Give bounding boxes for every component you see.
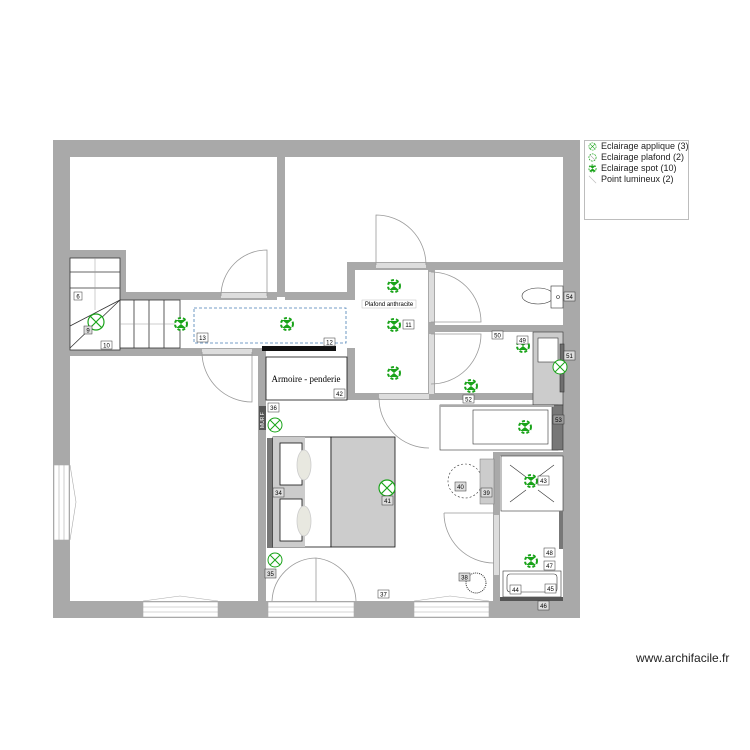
svg-text:48: 48 xyxy=(546,551,553,557)
armoire-label: Armoire - penderie xyxy=(272,374,341,384)
svg-text:9: 9 xyxy=(86,329,90,335)
svg-text:35: 35 xyxy=(267,572,274,578)
svg-text:43: 43 xyxy=(540,479,547,485)
legend-item: Eclairage applique (3) xyxy=(585,141,689,152)
windows xyxy=(53,464,490,618)
svg-text:41: 41 xyxy=(384,499,391,505)
eclairage-spot-icon xyxy=(588,164,597,173)
watermark: www.archifacile.fr xyxy=(636,651,730,665)
svg-text:51: 51 xyxy=(566,354,573,360)
svg-text:49: 49 xyxy=(519,339,526,345)
svg-text:10: 10 xyxy=(103,344,110,350)
svg-text:47: 47 xyxy=(546,564,553,570)
doors xyxy=(201,214,499,602)
toilet xyxy=(521,285,564,309)
svg-text:45: 45 xyxy=(547,587,554,593)
legend: Eclairage applique (3) Eclairage plafond… xyxy=(584,140,689,220)
armoire xyxy=(265,356,348,401)
svg-text:46: 46 xyxy=(540,604,547,610)
bed xyxy=(267,436,396,548)
svg-text:37: 37 xyxy=(380,593,387,599)
eclairage-applique-icon xyxy=(588,142,597,151)
plafond-label: Plafond anthracite xyxy=(365,302,414,308)
svg-text:38: 38 xyxy=(461,576,468,582)
eclairage-plafond-icon xyxy=(588,153,597,162)
legend-item: Point lumineux (2) xyxy=(585,174,688,185)
svg-text:52: 52 xyxy=(465,398,472,404)
svg-text:53: 53 xyxy=(555,418,562,424)
bathroom-fixtures xyxy=(439,331,565,451)
svg-text:13: 13 xyxy=(199,336,206,342)
svg-text:11: 11 xyxy=(405,323,412,329)
object-tags: 6 9 10 11 12 13 34 35 36 37 38 39 40 41 … xyxy=(73,291,576,611)
svg-text:12: 12 xyxy=(326,341,333,347)
svg-text:34: 34 xyxy=(275,491,282,497)
legend-item: Eclairage plafond (2) xyxy=(585,152,688,163)
black-bar xyxy=(262,346,336,351)
legend-item: Eclairage spot (10) xyxy=(585,163,688,174)
svg-text:44: 44 xyxy=(512,588,519,594)
svg-text:36: 36 xyxy=(270,406,277,412)
svg-text:50: 50 xyxy=(494,334,501,340)
point-lumineux-icon xyxy=(588,175,597,184)
hallway-zone xyxy=(193,307,347,344)
svg-text:6: 6 xyxy=(76,295,80,301)
svg-text:40: 40 xyxy=(457,485,464,491)
staircase xyxy=(69,257,181,351)
mur-f-label: MUR F xyxy=(260,412,266,428)
svg-text:42: 42 xyxy=(336,392,343,398)
svg-text:39: 39 xyxy=(483,491,490,497)
svg-text:54: 54 xyxy=(566,295,573,301)
